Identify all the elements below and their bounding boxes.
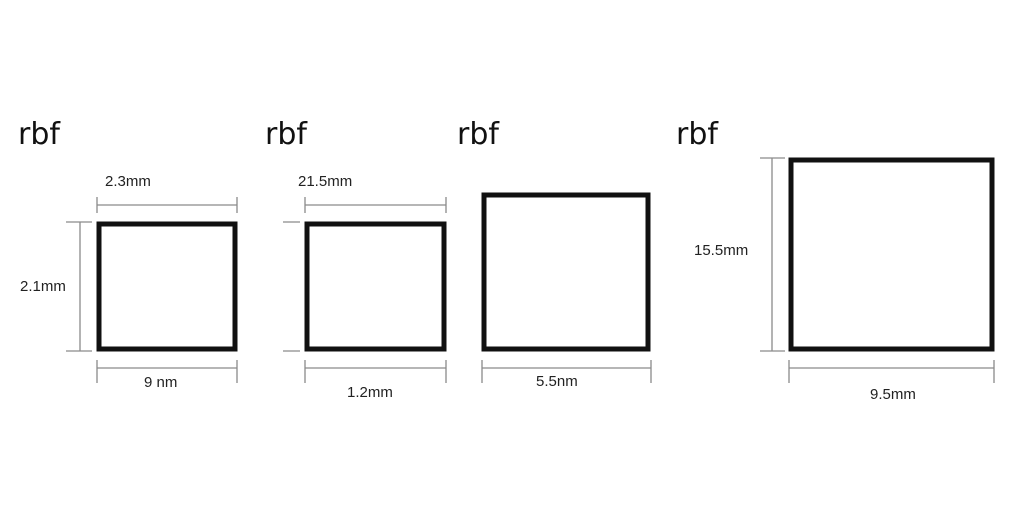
side-dimension-line xyxy=(66,221,92,352)
item-title: rbf xyxy=(18,117,61,152)
side-dimension-label: 15.5mm xyxy=(694,242,748,259)
bottom-dimension-label: 9 nm xyxy=(144,374,177,391)
square-box xyxy=(96,221,238,352)
bottom-dimension-line xyxy=(788,360,995,383)
side-dimension-label: 2.1mm xyxy=(20,278,66,295)
bottom-dimension-label: 5.5nm xyxy=(536,373,578,390)
square-item-2: rbf 21.5mm 1.2mm xyxy=(265,117,447,401)
top-dimension-label: 21.5mm xyxy=(298,173,352,190)
bottom-dimension-line xyxy=(96,360,238,383)
item-title: rbf xyxy=(676,117,719,152)
top-dimension-line xyxy=(96,197,238,213)
square-box xyxy=(481,192,651,352)
square-box xyxy=(788,157,995,352)
side-dimension-line xyxy=(760,157,785,352)
square-item-1: rbf 2.3mm 2.1mm 9 nm xyxy=(18,117,238,391)
side-tick-marks xyxy=(283,221,300,352)
bottom-dimension-label: 9.5mm xyxy=(870,386,916,403)
bottom-dimension-line xyxy=(481,360,652,383)
top-dimension-label: 2.3mm xyxy=(105,173,151,190)
bottom-dimension-line xyxy=(304,360,447,383)
item-title: rbf xyxy=(457,117,500,152)
square-item-4: rbf 15.5mm 9.5mm xyxy=(676,117,995,403)
square-box xyxy=(304,221,447,352)
item-title: rbf xyxy=(265,117,308,152)
square-item-3: rbf 5.5nm xyxy=(457,117,652,390)
bottom-dimension-label: 1.2mm xyxy=(347,384,393,401)
top-dimension-line xyxy=(304,197,447,213)
